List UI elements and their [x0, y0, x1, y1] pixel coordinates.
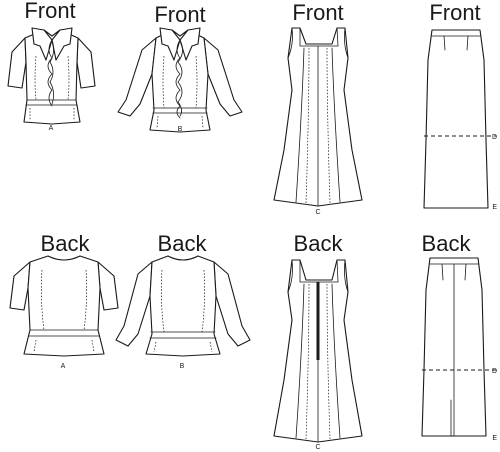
- back-dress-c-illustration: [273, 259, 363, 443]
- back-c-label: C: [315, 444, 320, 451]
- back-b-label: B: [180, 363, 185, 370]
- heading-front-view-b: Front: [154, 2, 205, 27]
- back-d-label: D: [492, 368, 497, 375]
- front-c-label: C: [315, 209, 320, 216]
- back-zipper: [316, 282, 320, 360]
- heading-front-skirt: Front: [429, 0, 480, 25]
- back-a-label: A: [61, 363, 66, 370]
- front-b-label: B: [178, 126, 183, 133]
- heading-back-skirt: Back: [422, 231, 472, 256]
- front-skirt-illustration: [423, 29, 496, 209]
- heading-back-view-a: Back: [41, 231, 91, 256]
- front-d-label: D: [492, 134, 497, 141]
- back-jacket-a-illustration: [9, 255, 119, 357]
- heading-front-view-a: Front: [24, 0, 75, 23]
- front-a-label: A: [49, 125, 54, 132]
- heading-back-view-b: Back: [158, 231, 208, 256]
- front-e-label: E: [492, 204, 497, 211]
- heading-back-view-c: Back: [294, 231, 344, 256]
- front-jacket-b-illustration: [117, 27, 243, 133]
- front-dress-c-illustration: [273, 27, 363, 207]
- back-e-label: E: [492, 435, 497, 442]
- back-skirt-illustration: [421, 257, 496, 437]
- front-jacket-a-illustration: [7, 27, 96, 125]
- back-jacket-b-illustration: [115, 255, 251, 357]
- heading-front-view-c: Front: [292, 0, 343, 25]
